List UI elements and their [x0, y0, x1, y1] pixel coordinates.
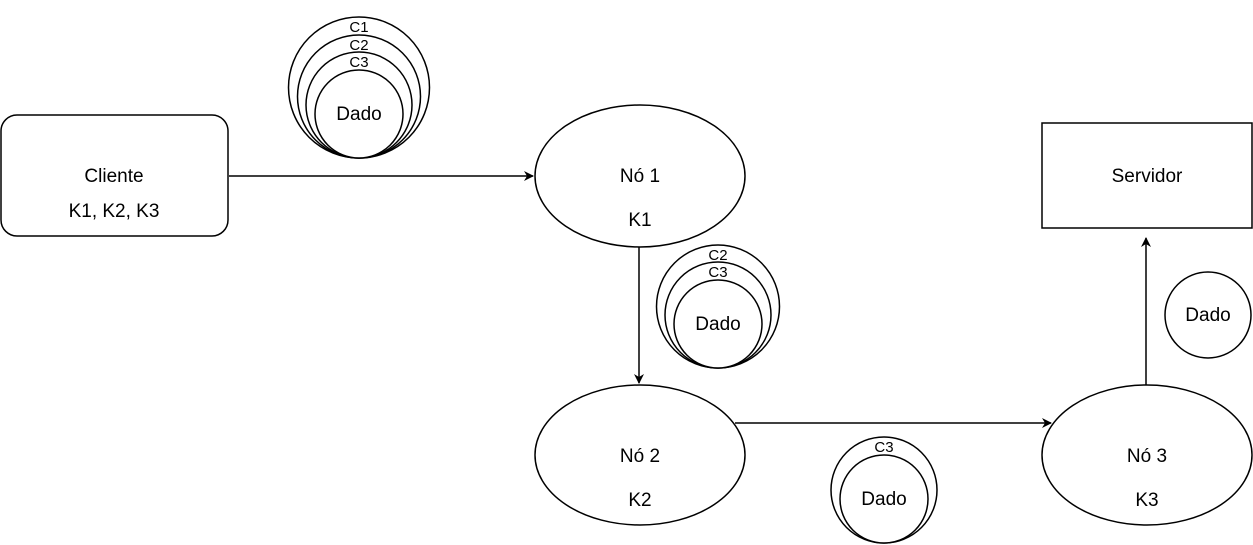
no3-key: K3 — [1135, 490, 1158, 511]
layer-label: C3 — [874, 439, 893, 456]
cliente-node[interactable]: Cliente K1, K2, K3 — [0, 114, 229, 237]
layer-label: C2 — [708, 247, 727, 264]
dado-core — [314, 69, 404, 159]
dado-core — [673, 279, 763, 369]
cliente-keys: K1, K2, K3 — [69, 201, 160, 222]
packet-c1-c2-c3: C1 C2 C3 Dado — [287, 16, 431, 159]
dado-core — [1164, 271, 1252, 359]
no1-key: K1 — [628, 210, 651, 231]
no3-title: Nó 3 — [1127, 446, 1167, 467]
layer-label: C1 — [349, 19, 368, 36]
dado-label: Dado — [336, 104, 381, 125]
layer-label: C2 — [349, 37, 368, 54]
no2-key: K2 — [628, 490, 651, 511]
dado-label: Dado — [695, 314, 740, 335]
packet-c2-c3: C2 C3 Dado — [655, 244, 781, 369]
packet-c3: C3 Dado — [830, 436, 938, 544]
dado-core — [839, 454, 929, 544]
layer-label: C3 — [349, 54, 368, 71]
no1-node[interactable]: Nó 1 K1 — [534, 104, 746, 248]
layer-label: C3 — [708, 264, 727, 281]
packet-plain: Dado — [1164, 271, 1252, 359]
no1-title: Nó 1 — [620, 166, 660, 187]
servidor-title: Servidor — [1112, 166, 1183, 187]
no2-node[interactable]: Nó 2 K2 — [534, 384, 746, 526]
servidor-node[interactable]: Servidor — [1041, 122, 1253, 229]
dado-label: Dado — [861, 489, 906, 510]
cliente-title: Cliente — [84, 166, 143, 187]
dado-label: Dado — [1185, 305, 1230, 326]
no2-title: Nó 2 — [620, 446, 660, 467]
no3-node[interactable]: Nó 3 K3 — [1041, 384, 1253, 526]
